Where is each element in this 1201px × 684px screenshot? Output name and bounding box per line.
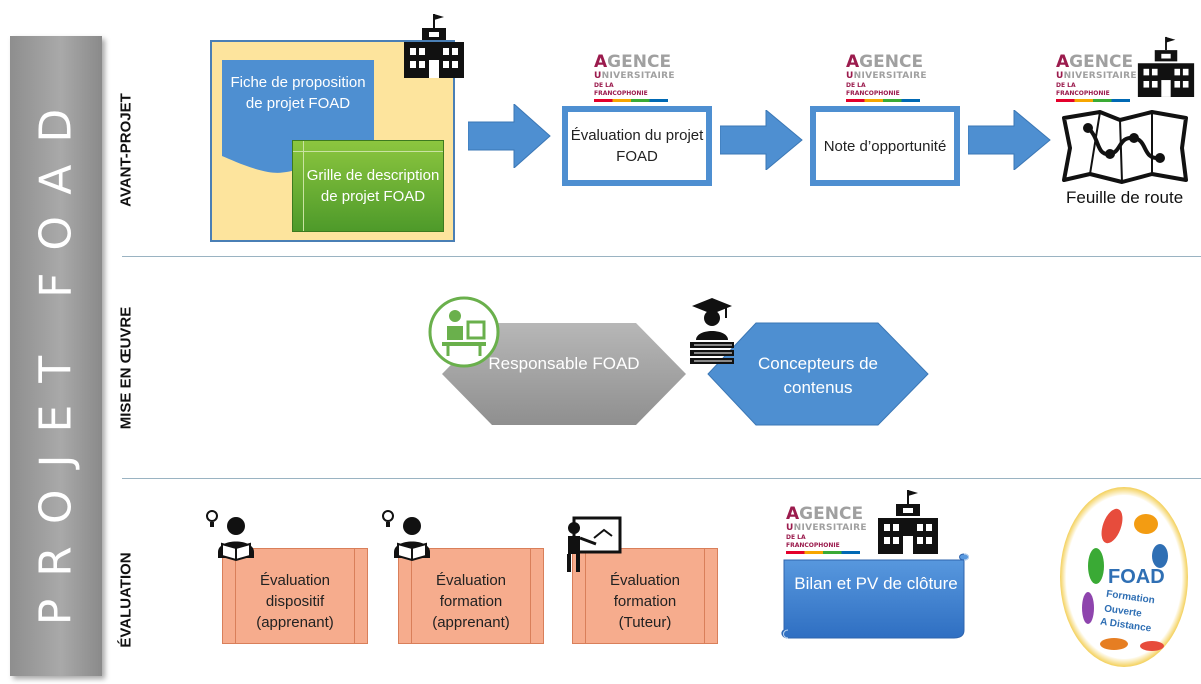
section-divider <box>122 478 1201 479</box>
bilan-label: Bilan et PV de clôture <box>794 574 958 593</box>
evaluation-card-label: Évaluation dispositif (apprenant) <box>256 571 334 631</box>
arrow-right-icon <box>968 110 1051 170</box>
evaluation-projet-box: Évaluation du projet FOAD <box>562 106 712 186</box>
auf-logo: AGENCE UNIVERSITAIRE DE LA FRANCOPHONIE <box>1056 54 1136 106</box>
responsable-hexagon <box>442 323 686 425</box>
evaluation-card: Évaluation formation (Tuteur) <box>572 548 718 644</box>
concepteurs-hexagon <box>707 322 929 426</box>
auf-logo: AGENCE UNIVERSITAIRE DE LA FRANCOPHONIE <box>786 506 866 558</box>
foad-badge-title: FOAD <box>1108 566 1165 588</box>
school-building-icon <box>878 490 938 554</box>
evaluation-card: Évaluation formation (apprenant) <box>398 548 544 644</box>
evaluation-card: Évaluation dispositif (apprenant) <box>222 548 368 644</box>
section-label-evaluation: ÉVALUATION <box>117 552 135 648</box>
project-banner-title: PROJET FOAD <box>30 86 82 626</box>
reader-idea-icon <box>206 510 254 562</box>
note-opportunite-box: Note d’opportunité <box>810 106 960 186</box>
auf-logo: AGENCE UNIVERSITAIRE DE LA FRANCOPHONIE <box>846 54 926 106</box>
fiche-label: Fiche de proposition de projet FOAD <box>230 74 366 112</box>
project-banner: PROJET FOAD <box>10 36 102 676</box>
grille-card: Grille de description de projet FOAD <box>292 140 444 232</box>
auf-logo: AGENCE UNIVERSITAIRE DE LA FRANCOPHONIE <box>594 54 674 106</box>
arrow-right-icon <box>468 104 551 168</box>
note-opportunite-label: Note d’opportunité <box>823 137 947 155</box>
evaluation-card-label: Évaluation formation (apprenant) <box>432 571 510 631</box>
responsable-label: Responsable FOAD <box>488 354 640 373</box>
section-label-avant-projet: AVANT-PROJET <box>117 93 135 207</box>
reader-idea-icon <box>382 510 430 562</box>
evaluation-projet-label: Évaluation du projet FOAD <box>570 127 704 165</box>
roadmap-icon <box>1062 110 1188 184</box>
school-building-icon <box>404 14 464 78</box>
evaluation-card-label: Évaluation formation (Tuteur) <box>609 571 681 631</box>
section-label-mise-en-oeuvre: MISE EN ŒUVRE <box>117 306 135 430</box>
desk-worker-icon <box>428 296 500 368</box>
grille-label: Grille de description de projet FOAD <box>306 167 440 205</box>
bilan-scroll <box>781 553 969 639</box>
arrow-right-icon <box>720 110 803 170</box>
foad-badge <box>1060 487 1188 667</box>
feuille-de-route-label: Feuille de route <box>1066 188 1184 207</box>
teacher-board-icon <box>567 516 622 572</box>
concepteurs-label: Concepteurs de contenus <box>757 354 879 397</box>
school-building-icon <box>1137 36 1195 97</box>
graduate-books-icon <box>690 298 734 364</box>
section-divider <box>122 256 1201 257</box>
